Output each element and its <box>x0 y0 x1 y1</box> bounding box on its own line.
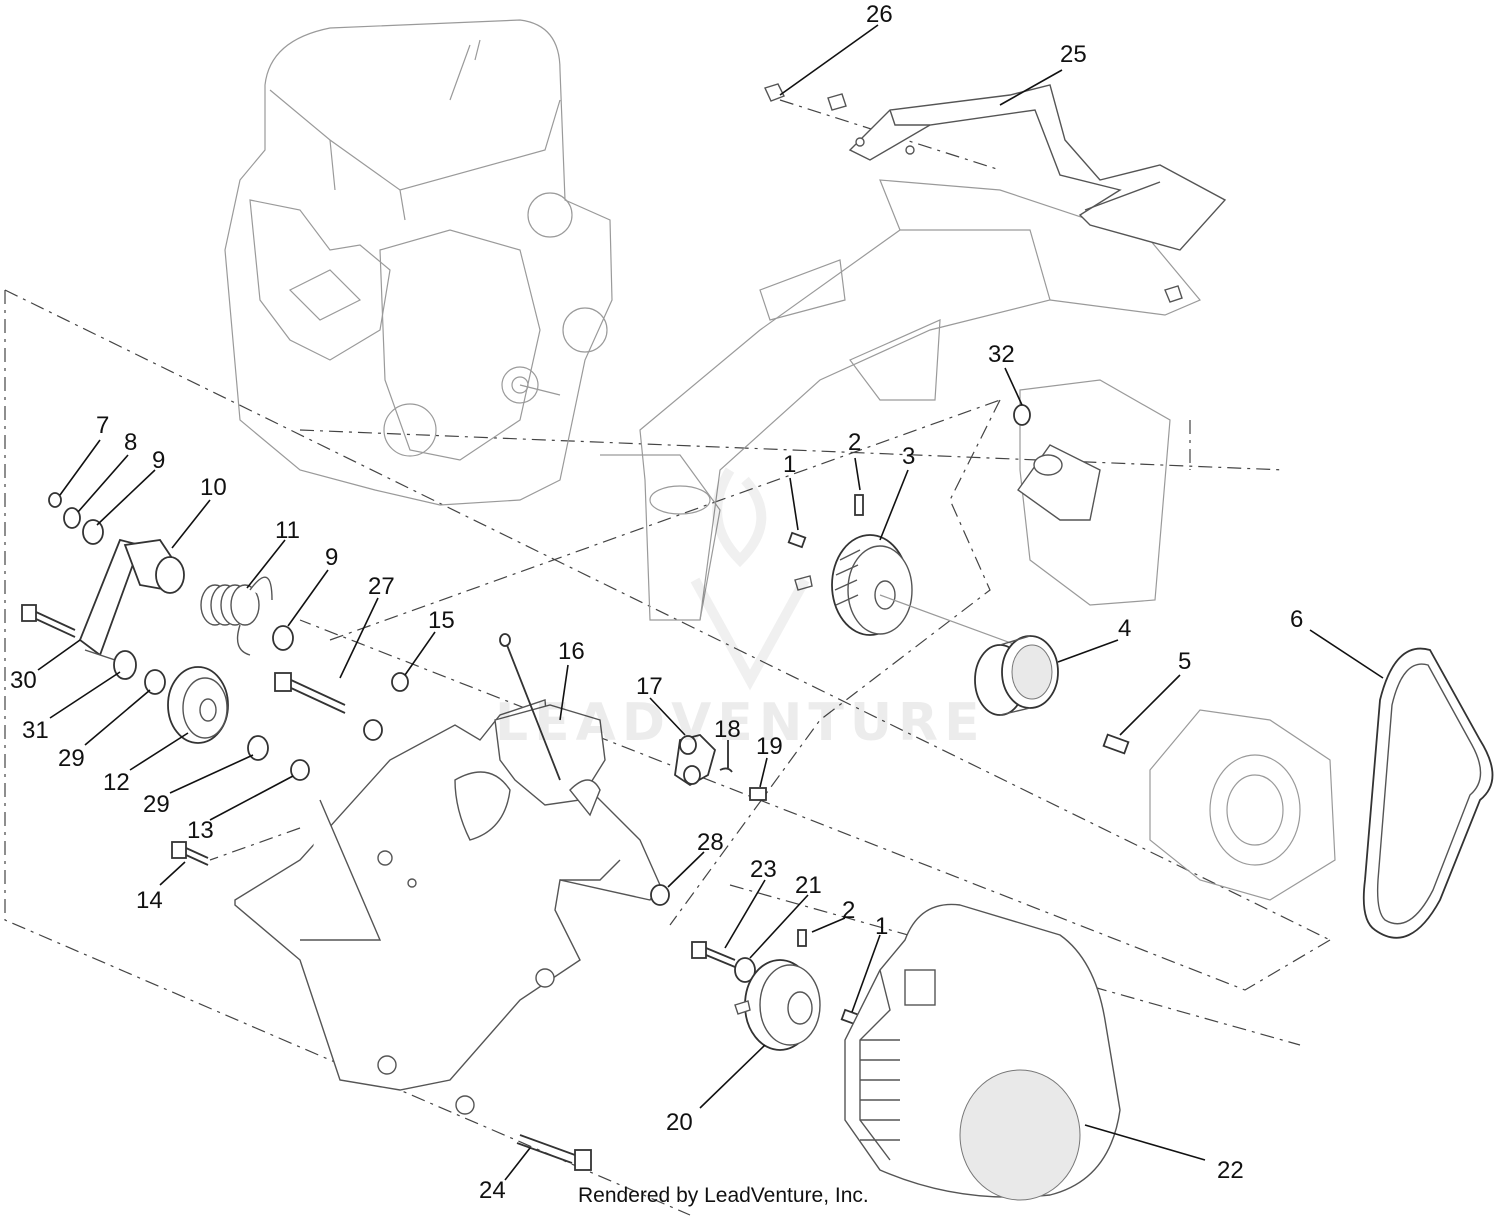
pulley-20 <box>734 959 821 1051</box>
link-17 <box>674 734 717 787</box>
render-credit: Rendered by LeadVenture, Inc. <box>578 1184 869 1207</box>
nut-15 <box>391 672 409 692</box>
callout-30: 30 <box>10 667 37 694</box>
callout-15: 15 <box>428 607 455 634</box>
callout-3: 3 <box>902 443 915 470</box>
callout-2-upper: 2 <box>848 429 861 456</box>
bolt-19 <box>749 787 767 801</box>
callout-10: 10 <box>200 474 227 501</box>
plate-16 <box>494 633 606 817</box>
callout-19: 19 <box>756 733 783 760</box>
callout-5: 5 <box>1178 648 1191 675</box>
callout-11: 11 <box>275 517 300 544</box>
assembly-outline <box>4 99 1331 1216</box>
pump-housing <box>1149 709 1336 901</box>
callout-17: 17 <box>636 673 663 700</box>
callout-16: 16 <box>558 638 585 665</box>
clip-8 <box>63 507 81 529</box>
watermark: LEADVENTURE <box>495 467 986 753</box>
leader-lines <box>37 24 1384 1181</box>
washer-29-upper <box>144 669 166 695</box>
callout-24: 24 <box>479 1177 506 1204</box>
callout-14: 14 <box>136 887 163 914</box>
callout-32: 32 <box>988 341 1015 368</box>
bolt-30 <box>21 604 76 638</box>
washer-29-lower <box>247 735 269 761</box>
washer-32 <box>1013 404 1031 426</box>
callout-18: 18 <box>714 716 741 743</box>
pulley-3 <box>794 534 913 636</box>
washer-9-lower <box>272 625 294 651</box>
callout-2-lower: 2 <box>842 897 855 924</box>
washer-7 <box>48 492 62 508</box>
spacer-5 <box>1102 733 1130 755</box>
bolt-23 <box>691 941 736 968</box>
bolt-24 <box>516 1134 592 1171</box>
callout-21: 21 <box>795 872 822 899</box>
callout-6: 6 <box>1290 606 1303 633</box>
callout-29-lower: 29 <box>143 791 170 818</box>
callout-28: 28 <box>697 829 724 856</box>
callout-26: 26 <box>866 1 893 28</box>
bushing-31 <box>113 650 137 680</box>
callout-8: 8 <box>124 429 137 456</box>
motor-22 <box>844 903 1121 1201</box>
callout-13: 13 <box>187 817 214 844</box>
callout-27: 27 <box>368 573 395 600</box>
set-screw-2-lower <box>797 929 807 947</box>
washer-9-upper <box>82 519 104 545</box>
callout-12: 12 <box>103 769 130 796</box>
callout-20: 20 <box>666 1109 693 1136</box>
callout-23: 23 <box>750 856 777 883</box>
callout-labels: 26 25 32 2 3 1 4 5 6 7 8 9 10 11 9 27 15… <box>10 1 1303 1204</box>
callout-1-upper: 1 <box>783 451 796 478</box>
washer-21 <box>734 957 756 983</box>
drive-belt-6 <box>1362 647 1494 939</box>
callout-9-lower: 9 <box>325 544 338 571</box>
clip-18 <box>719 767 733 773</box>
idler-pulley-12 <box>167 666 229 744</box>
key-1 <box>787 531 807 549</box>
watermark-text: LEADVENTURE <box>495 693 986 753</box>
bearing-4 <box>974 635 1059 716</box>
bracket-25 <box>848 84 1227 251</box>
callout-22: 22 <box>1217 1157 1244 1184</box>
callout-25: 25 <box>1060 41 1087 68</box>
callout-4: 4 <box>1118 615 1131 642</box>
engine <box>224 19 613 506</box>
bolt-14 <box>171 841 209 866</box>
callout-1-lower: 1 <box>875 913 888 940</box>
nut-13 <box>290 759 310 781</box>
nut-28 <box>650 884 670 906</box>
callout-29-upper: 29 <box>58 745 85 772</box>
nut-27 <box>363 719 383 741</box>
mount-plate <box>1017 444 1101 521</box>
bolt-27 <box>274 672 346 714</box>
spring-11 <box>200 576 273 656</box>
callout-7: 7 <box>96 412 109 439</box>
callout-31: 31 <box>22 717 49 744</box>
set-screw-2 <box>854 494 864 516</box>
bolt-26 <box>764 83 1183 303</box>
callout-9-upper: 9 <box>152 447 165 474</box>
